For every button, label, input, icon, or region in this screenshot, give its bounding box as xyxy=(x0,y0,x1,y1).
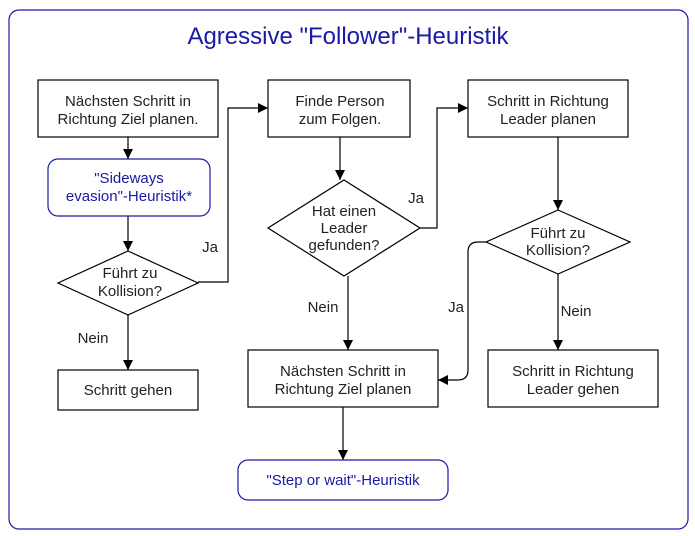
svg-text:Leader: Leader xyxy=(321,220,368,237)
edge-label-ja-left: Ja xyxy=(202,239,219,256)
node-leader-found: Hat einen Leader gefunden? xyxy=(266,179,422,277)
node-step-or-wait: "Step or wait"-Heuristik xyxy=(237,459,449,501)
edge-leader-ja-to-plan-leader xyxy=(420,103,468,229)
edge-label-nein-right: Nein xyxy=(561,303,592,320)
node-plan-step-mid: Nächsten Schritt in Richtung Ziel planen xyxy=(247,349,439,408)
svg-text:Schritt in Richtung: Schritt in Richtung xyxy=(512,363,634,380)
edge-collision-ja-to-plan-mid xyxy=(438,241,486,385)
svg-text:Finde Person: Finde Person xyxy=(295,93,384,110)
node-step-go: Schritt gehen xyxy=(57,369,199,411)
svg-text:Kollision?: Kollision? xyxy=(526,242,590,259)
node-plan-step-left: Nächsten Schritt in Richtung Ziel planen… xyxy=(37,79,219,138)
svg-text:gefunden?: gefunden? xyxy=(309,237,380,254)
node-find-person: Finde Person zum Folgen. xyxy=(267,79,411,138)
svg-text:Schritt in Richtung: Schritt in Richtung xyxy=(487,93,609,110)
edge-label-ja-mid: Ja xyxy=(408,190,425,207)
node-sideways-evasion: "Sideways evasion"-Heuristik* xyxy=(47,158,211,217)
svg-text:Nächsten Schritt in: Nächsten Schritt in xyxy=(280,363,406,380)
node-go-leader: Schritt in Richtung Leader gehen xyxy=(487,349,659,408)
svg-text:"Sideways: "Sideways xyxy=(94,170,164,187)
edge-collision-ja-to-find xyxy=(198,103,268,283)
svg-text:Führt zu: Führt zu xyxy=(102,265,157,282)
svg-text:Leader planen: Leader planen xyxy=(500,111,596,128)
svg-text:Richtung Ziel planen: Richtung Ziel planen xyxy=(275,381,412,398)
svg-text:Leader gehen: Leader gehen xyxy=(527,381,620,398)
node-plan-leader: Schritt in Richtung Leader planen xyxy=(467,79,629,138)
svg-text:Schritt gehen: Schritt gehen xyxy=(84,382,172,399)
svg-text:Führt zu: Führt zu xyxy=(530,225,585,242)
svg-text:zum Folgen.: zum Folgen. xyxy=(299,111,382,128)
edge-label-nein-mid: Nein xyxy=(308,299,339,316)
svg-text:"Step or wait"-Heuristik: "Step or wait"-Heuristik xyxy=(266,472,420,489)
svg-text:Hat einen: Hat einen xyxy=(312,203,376,220)
diagram-title: Agressive "Follower"-Heuristik xyxy=(187,23,509,50)
edge-label-nein-left: Nein xyxy=(78,330,109,347)
node-collision-left: Führt zu Kollision? xyxy=(56,250,200,316)
svg-text:Kollision?: Kollision? xyxy=(98,283,162,300)
edge-label-ja-right: Ja xyxy=(448,299,465,316)
svg-text:Nächsten Schritt in: Nächsten Schritt in xyxy=(65,93,191,110)
svg-text:Richtung Ziel planen.: Richtung Ziel planen. xyxy=(58,111,199,128)
node-collision-right: Führt zu Kollision? xyxy=(484,209,632,275)
svg-text:evasion"-Heuristik*: evasion"-Heuristik* xyxy=(66,188,192,205)
